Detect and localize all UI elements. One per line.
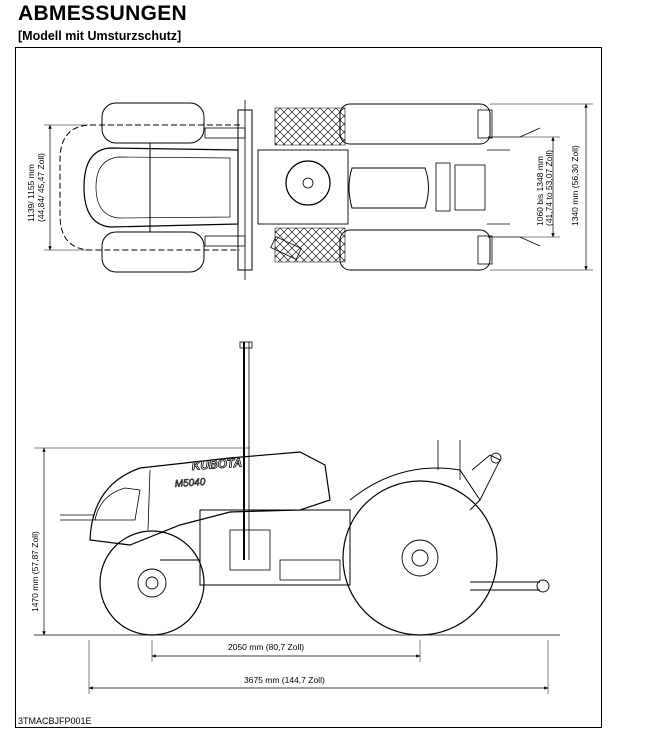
figure-code: 3TMACBJFP001E: [18, 716, 92, 726]
rear-left-wheel: [339, 103, 491, 145]
front-right-wheel: [101, 231, 205, 273]
front-track-in-label: (44,84/ 45,47 Zoll): [36, 153, 46, 222]
steering-wheel: [285, 160, 331, 206]
front-wheel: [99, 530, 205, 636]
page-subtitle: [Modell mit Umsturzschutz]: [18, 29, 182, 43]
height-label: 1470 mm (57,87 Zoll): [30, 531, 40, 612]
brand-label: KUBOTA: [191, 456, 242, 473]
front-left-wheel: [101, 102, 205, 144]
hood-top: [83, 147, 239, 228]
transmission: [199, 509, 351, 586]
operator-seat: [348, 167, 429, 209]
front-track-mm-label: 1139/ 1155 mm: [26, 164, 36, 222]
side-view: 1470 mm (57,87 Zoll) KUBOTA M5040: [30, 341, 560, 694]
rear-wheel: [342, 480, 498, 636]
rear-track-mm-label: 1060 bis 1348 mm: [535, 156, 545, 226]
model-label: M5040: [174, 477, 206, 490]
overall-length-label: 3675 mm (144,7 Zoll): [244, 675, 325, 685]
figure-frame: [15, 47, 602, 728]
top-view: 1139/ 1155 mm (44,84/ 45,47 Zoll) 1060 b…: [26, 100, 593, 280]
wheelbase-label: 2050 mm (80,7 Zoll): [228, 642, 304, 652]
overall-width-label: 1340 mm (56,30 Zoll): [570, 145, 580, 226]
page-title: ABMESSUNGEN: [18, 2, 187, 25]
rear-track-in-label: (41,74 to 53,07 Zoll): [544, 150, 554, 226]
rear-right-wheel: [339, 229, 491, 271]
